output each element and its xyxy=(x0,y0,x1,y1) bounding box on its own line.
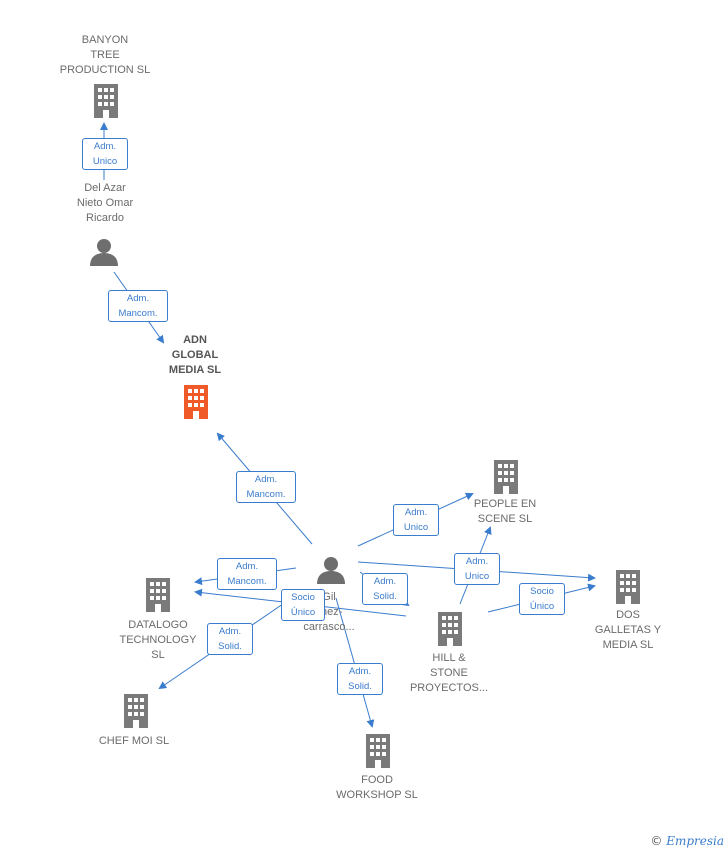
relation-badge[interactable]: Adm. Unico xyxy=(393,504,439,536)
edge-gil-food xyxy=(335,597,375,728)
building-icon[interactable] xyxy=(122,694,150,728)
relation-badge[interactable]: Adm. Mancom. xyxy=(236,471,296,503)
building-icon-highlight[interactable] xyxy=(182,385,210,419)
node-label-delazar: Del Azar Nieto Omar Ricardo xyxy=(76,182,134,224)
brand-name: Empresia xyxy=(666,834,724,848)
building-icon[interactable] xyxy=(614,570,642,604)
node-label-hill: HILL & STONE PROYECTOS... xyxy=(409,652,489,694)
node-label-dos: DOS GALLETAS Y MEDIA SL xyxy=(594,609,662,651)
node-label-people: PEOPLE EN SCENE SL xyxy=(473,498,537,525)
relation-badge[interactable]: Adm. Solid. xyxy=(337,663,383,695)
relation-badge[interactable]: Socio Único xyxy=(519,583,565,615)
relation-badge[interactable]: Socio Único xyxy=(281,589,325,621)
copyright-symbol: © xyxy=(650,834,663,848)
relation-badge[interactable]: Adm. Solid. xyxy=(207,623,253,655)
person-icon[interactable] xyxy=(316,556,346,584)
relation-badge[interactable]: Adm. Mancom. xyxy=(108,290,168,322)
node-label-adn: ADN GLOBAL MEDIA SL xyxy=(168,334,222,376)
node-label-datalogo: DATALOGO TECHNOLOGY SL xyxy=(119,619,197,661)
building-icon[interactable] xyxy=(492,460,520,494)
building-icon[interactable] xyxy=(364,734,392,768)
node-label-food: FOOD WORKSHOP SL xyxy=(336,774,418,801)
node-label-banyon: BANYON TREE PRODUCTION SL xyxy=(59,34,151,76)
relation-badge[interactable]: Adm. Solid. xyxy=(362,573,408,605)
building-icon[interactable] xyxy=(436,612,464,646)
relation-badge[interactable]: Adm. Unico xyxy=(82,138,128,170)
node-label-chef: CHEF MOI SL xyxy=(98,735,170,747)
footer-brand: © Empresia xyxy=(650,834,724,848)
person-icon[interactable] xyxy=(89,238,119,266)
relation-badge[interactable]: Adm. Mancom. xyxy=(217,558,277,590)
relation-badge[interactable]: Adm. Unico xyxy=(454,553,500,585)
building-icon[interactable] xyxy=(144,578,172,612)
building-icon[interactable] xyxy=(92,84,120,118)
